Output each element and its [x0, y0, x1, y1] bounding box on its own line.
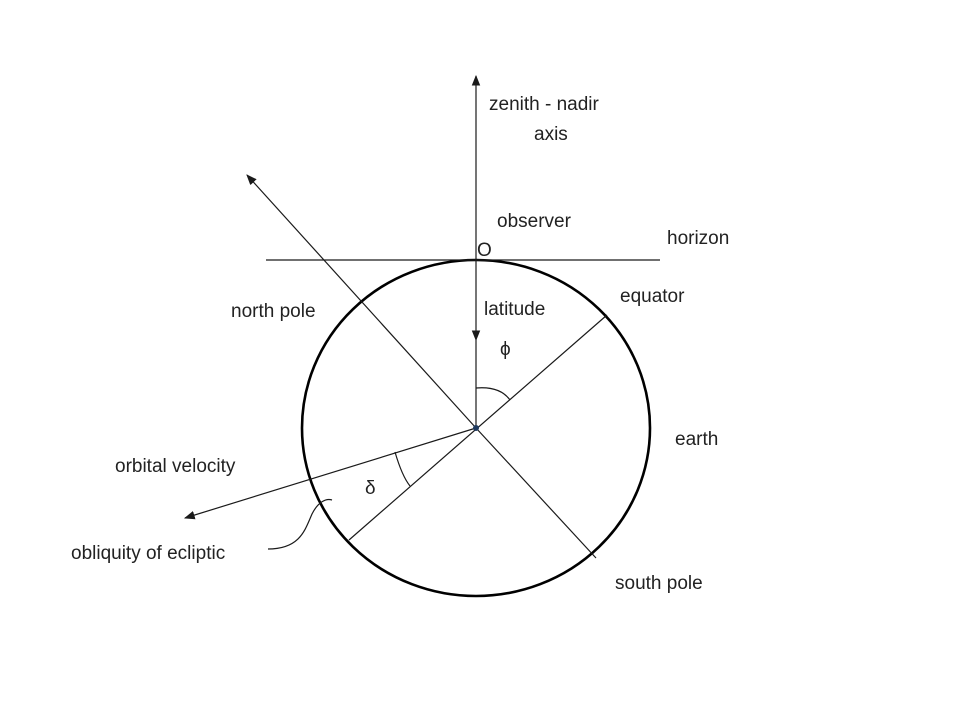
- north-pole-label: north pole: [231, 301, 316, 322]
- earth-label: earth: [675, 429, 718, 450]
- orbital-velocity-arrow: [183, 427, 477, 520]
- delta-symbol: δ: [365, 478, 376, 499]
- latitude-angle-arc: [475, 387, 511, 401]
- phi-symbol: ϕ: [500, 339, 511, 360]
- south-pole-label: south pole: [615, 573, 703, 594]
- obliquity-leader: [267, 498, 333, 550]
- equator-label: equator: [620, 286, 685, 307]
- polar-axis-north-arrow: [246, 174, 477, 429]
- observer-label: observer: [497, 211, 572, 232]
- observer-point-label: O: [477, 240, 492, 261]
- horizon-label: horizon: [667, 228, 729, 249]
- polar-axis-south: [475, 427, 597, 559]
- obliquity-label: obliquity of ecliptic: [71, 543, 225, 564]
- axis-label: axis: [534, 124, 568, 145]
- orbital-velocity-label: orbital velocity: [115, 456, 236, 477]
- earth-center-point: [473, 425, 479, 431]
- obliquity-angle-arc: [394, 451, 411, 487]
- zenith-nadir-label: zenith - nadir: [489, 94, 600, 115]
- latitude-label: latitude: [484, 299, 545, 320]
